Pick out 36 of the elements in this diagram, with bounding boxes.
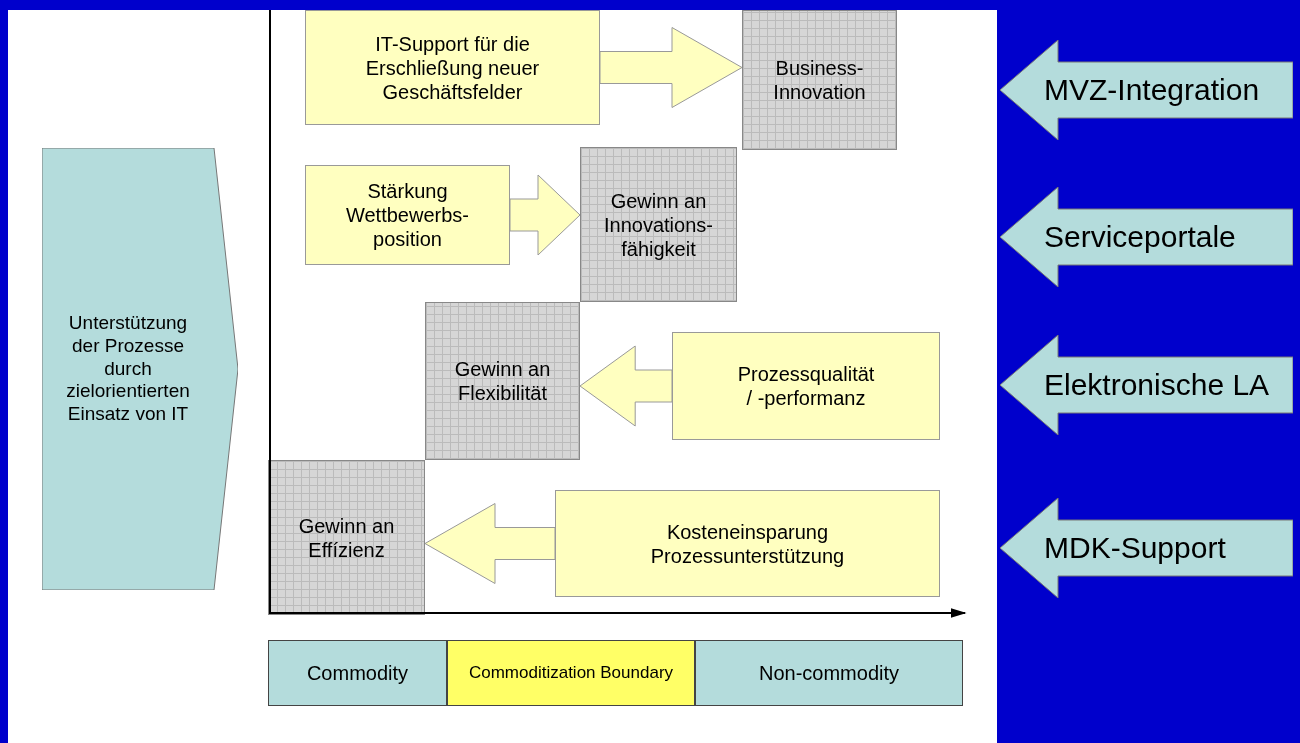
scale-band: [695, 640, 963, 706]
box-label: Business- Innovation: [772, 56, 867, 104]
box-label: Stärkung Wettbewerbs- position: [345, 179, 470, 251]
box-label: Serviceportale: [1044, 219, 1236, 255]
boundary-band: [447, 640, 695, 706]
stage-box: [742, 10, 897, 150]
box-label: Gewinn an Flexibilität: [453, 357, 552, 405]
arrow-banner: [1000, 335, 1293, 435]
stage-box: [580, 147, 737, 302]
box-label: MDK-Support: [1044, 530, 1226, 566]
callout-box: [555, 490, 940, 597]
box-label: Gewinn an Effízienz: [297, 513, 396, 562]
stage-box: [268, 460, 425, 615]
chevron-arrow: [42, 148, 238, 590]
callout-box: [305, 10, 600, 125]
block-arrow: [424, 503, 556, 584]
arrow-banner: [1000, 40, 1293, 140]
box-label: Commoditization Boundary: [468, 662, 674, 684]
block-arrow: [599, 27, 743, 108]
box-label: Prozessqualität / -performanz: [736, 362, 876, 410]
box-label: Unterstützung der Prozesse durch zielorientierten Einsatz von IT: [65, 312, 191, 426]
block-arrow: [509, 174, 581, 256]
box-label: IT-Support für die Erschließung neuer Geschäftsfelder: [364, 31, 541, 104]
arrow-banner: [1000, 187, 1293, 287]
box-label: Elektronische LA: [1044, 367, 1270, 403]
box-label: MVZ-Integration: [1044, 72, 1260, 108]
scale-band: [268, 640, 447, 706]
arrow-banner: [1000, 498, 1293, 598]
callout-box: [305, 165, 510, 265]
box-label: Commodity: [306, 661, 409, 685]
box-label: Non-commodity: [758, 661, 899, 685]
stage-box: [425, 302, 580, 460]
callout-box: [672, 332, 940, 440]
box-label: Kosteneinsparung Prozessunterstützung: [649, 519, 846, 568]
block-arrow: [579, 345, 673, 427]
box-label: Gewinn an Innovations- fähigkeit: [603, 188, 714, 261]
